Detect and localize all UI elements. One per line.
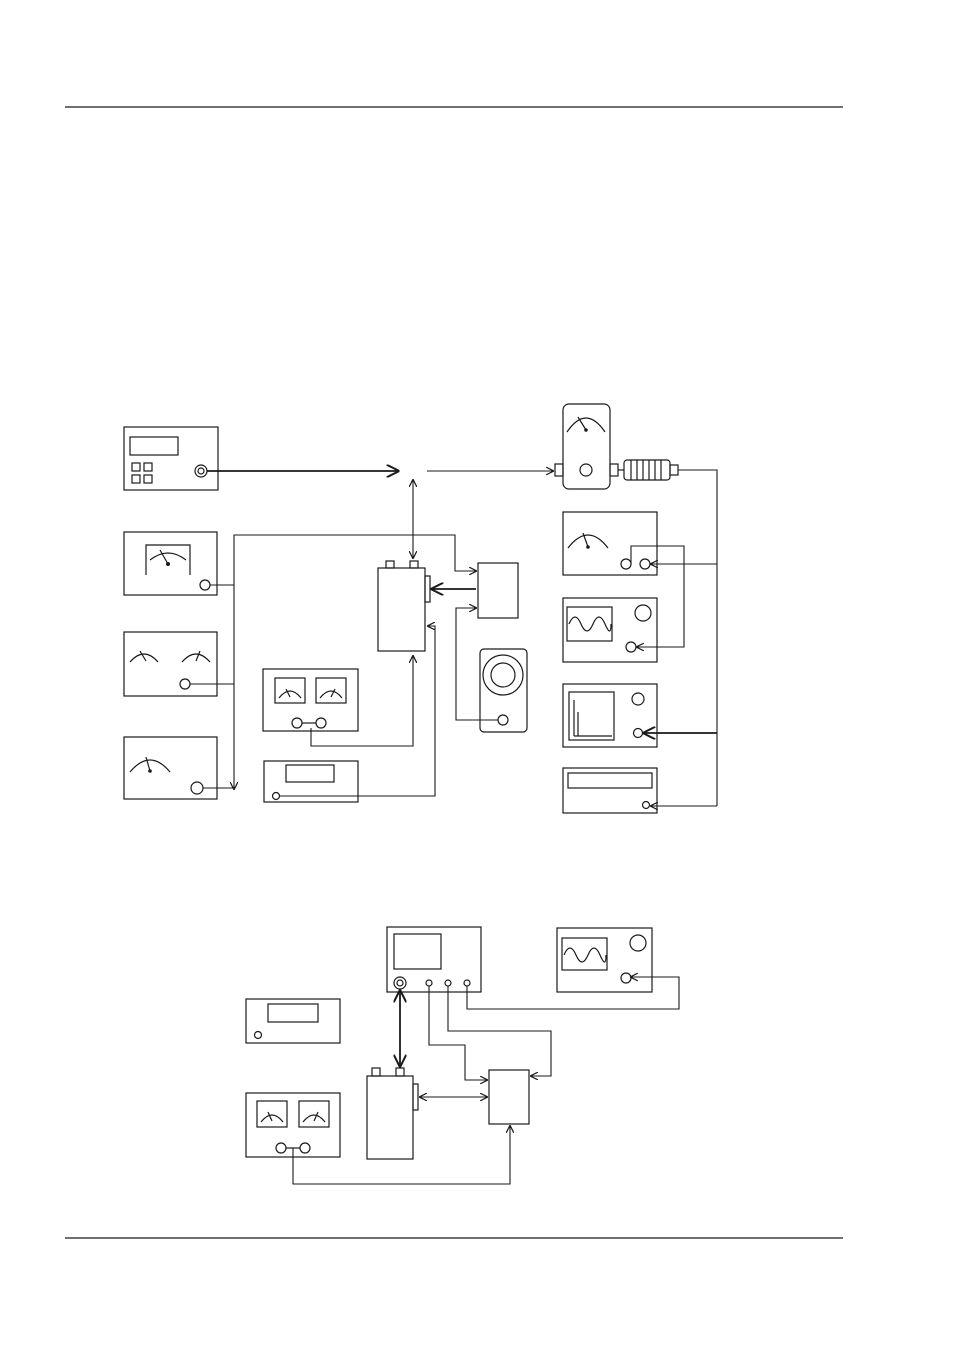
dual-meter-supply-2 bbox=[246, 1093, 340, 1157]
test-setup-1-wiring bbox=[190, 470, 717, 806]
control-box-2 bbox=[489, 1070, 529, 1124]
wide-analog-meter bbox=[124, 737, 217, 799]
test-setup-2-diagram bbox=[246, 927, 679, 1184]
signal-generator bbox=[124, 427, 218, 490]
unit-under-test bbox=[378, 561, 430, 651]
analog-meter bbox=[124, 532, 217, 595]
frequency-counter-display-2 bbox=[246, 999, 340, 1043]
test-setup-1-diagram bbox=[124, 404, 717, 813]
power-sensor-meter bbox=[563, 512, 657, 575]
power-meter-with-attenuator bbox=[555, 404, 678, 489]
dual-meter-supply bbox=[263, 669, 358, 731]
oscilloscope-2 bbox=[557, 928, 652, 992]
frequency-counter bbox=[563, 768, 657, 813]
test-setup-2-wiring bbox=[293, 977, 679, 1184]
unit-under-test-2 bbox=[367, 1068, 418, 1159]
communication-analyzer bbox=[387, 927, 481, 992]
control-box bbox=[478, 563, 518, 618]
dual-analog-meter bbox=[124, 632, 217, 696]
oscilloscope bbox=[563, 598, 657, 662]
spectrum-analyzer bbox=[563, 684, 657, 747]
